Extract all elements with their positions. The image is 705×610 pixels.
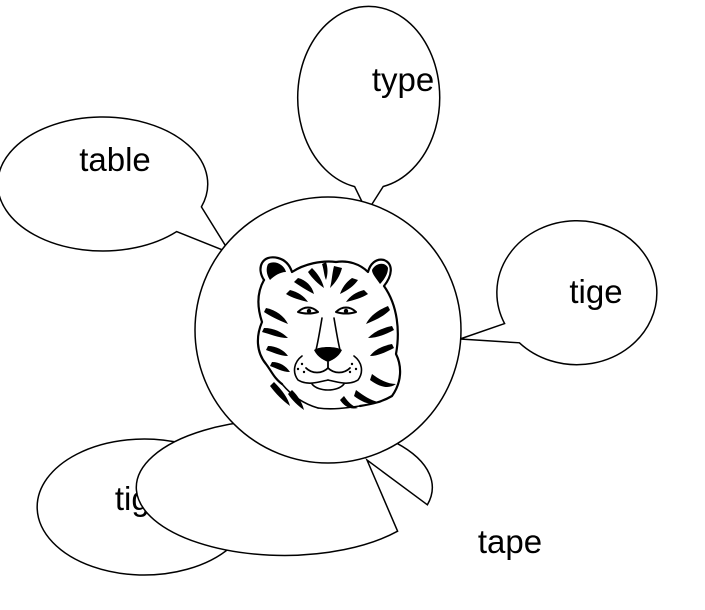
bubble-type-label: type [372,61,434,98]
bubble-tape-label: tape [478,523,542,560]
tiger-head-icon [256,256,402,410]
bubble-table-label: table [79,141,151,178]
bubble-tige: tige [459,219,658,366]
bubble-table: table [0,116,232,255]
center-node [194,196,462,464]
bubble-tige-label: tige [569,273,622,310]
bubble-type: type [296,5,441,214]
